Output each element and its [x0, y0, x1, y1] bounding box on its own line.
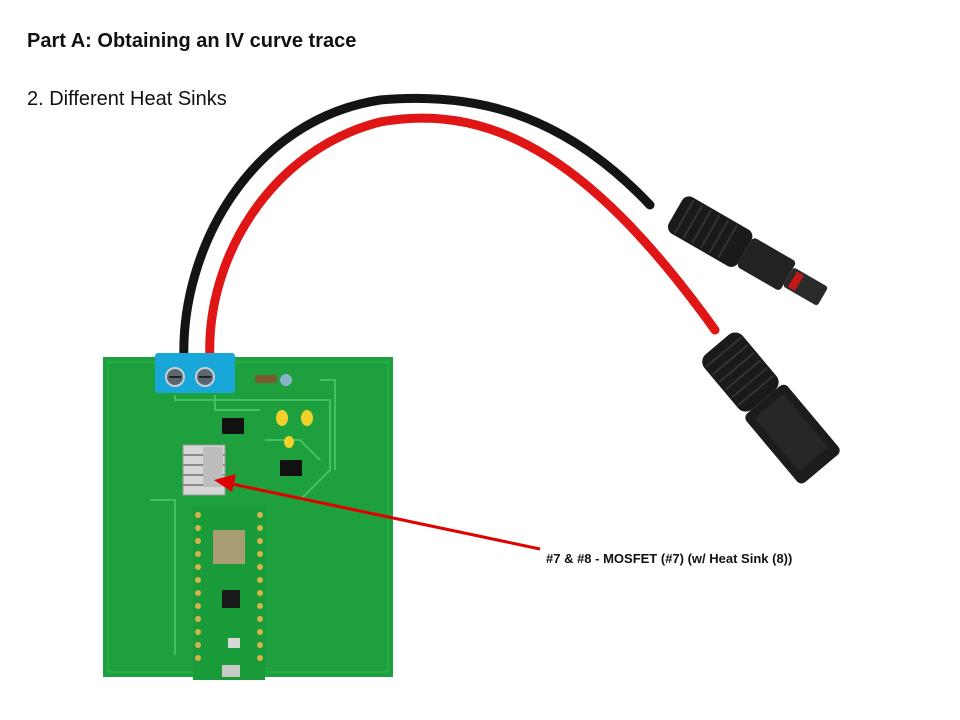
mosfet-heatsink	[182, 444, 226, 496]
connector-female	[702, 332, 840, 484]
slide-title: Part A: Obtaining an IV curve trace	[27, 30, 357, 52]
components	[222, 374, 313, 476]
terminal-block	[155, 353, 235, 393]
slide-subtitle: 2. Different Heat Sinks	[27, 88, 227, 110]
cable-pair	[179, 93, 720, 365]
callout-label: #7 & #8 - MOSFET (#7) (w/ Heat Sink (8))	[546, 551, 793, 566]
callout-arrow	[214, 474, 541, 551]
connector-male	[667, 196, 828, 306]
microcontroller-module	[193, 505, 265, 680]
